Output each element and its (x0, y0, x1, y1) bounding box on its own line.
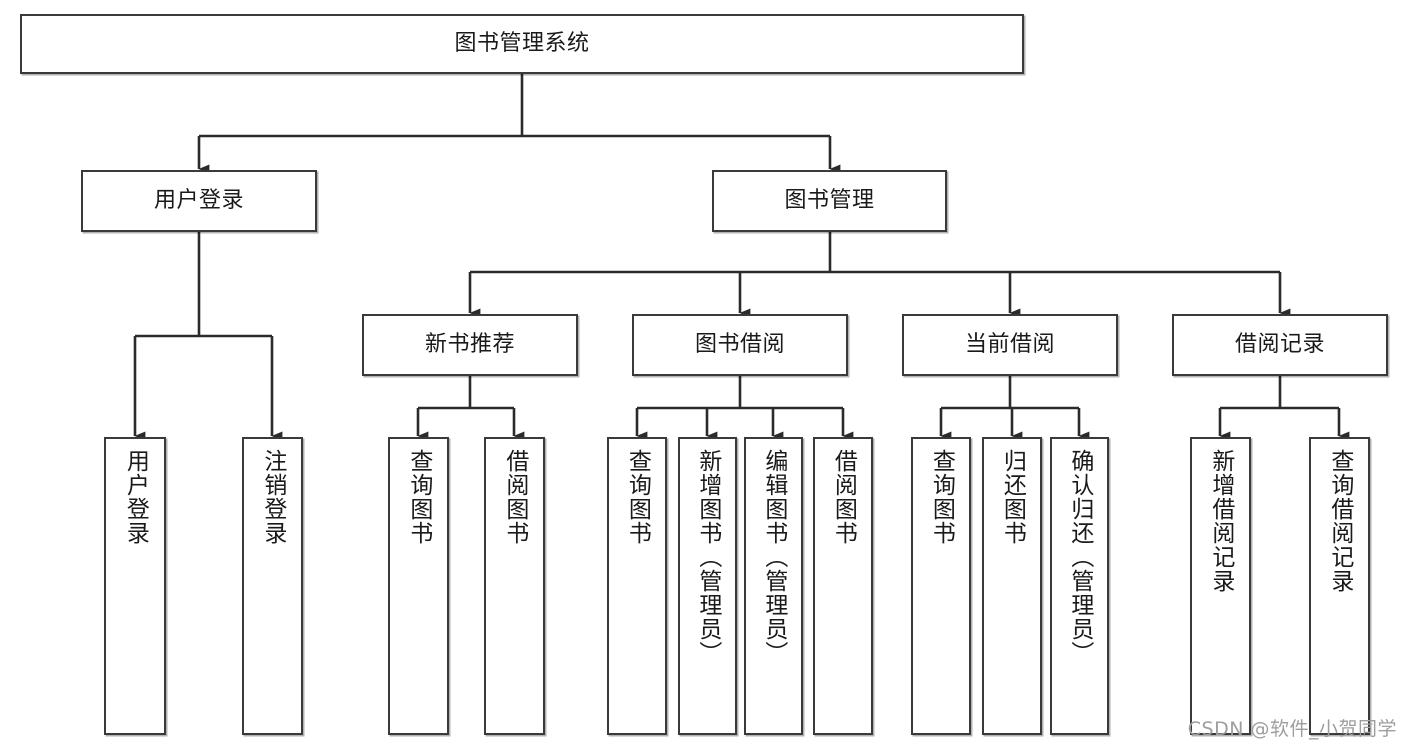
book-manage-to-level3-connector (468, 232, 1291, 318)
leaf-add-record-box[interactable]: 新增借阅记录 (1190, 437, 1251, 735)
new-book-rec-to-leaves-connector (416, 376, 525, 441)
leaf-add-book-box[interactable]: 新增图书（管理员） (678, 437, 737, 735)
leaf-edit-book-label: 编辑图书（管理员） (760, 449, 787, 665)
leaf-query-record-label: 查询借阅记录 (1326, 449, 1353, 593)
leaf-query-book-cur-box[interactable]: 查询图书 (911, 437, 971, 735)
leaf-edit-book-box[interactable]: 编辑图书（管理员） (744, 437, 803, 735)
root-node-label: 图书管理系统 (454, 30, 590, 56)
leaf-add-record-label: 新增借阅记录 (1207, 449, 1234, 593)
leaf-borrow-book-bor-label: 借阅图书 (830, 449, 857, 545)
new-book-rec-box[interactable]: 新书推荐 (362, 314, 578, 376)
leaf-logout-box[interactable]: 注销登录 (242, 437, 303, 735)
leaf-borrow-book-rec-box[interactable]: 借阅图书 (484, 437, 545, 735)
leaf-query-book-cur-label: 查询图书 (928, 449, 955, 545)
current-borrow-label: 当前借阅 (964, 331, 1055, 357)
book-manage-box[interactable]: 图书管理 (712, 170, 947, 232)
book-borrow-label: 图书借阅 (694, 331, 785, 357)
leaf-query-book-rec-box[interactable]: 查询图书 (388, 437, 449, 735)
leaf-borrow-book-rec-label: 借阅图书 (501, 449, 528, 545)
user-login-box[interactable]: 用户登录 (81, 170, 317, 232)
borrow-record-box[interactable]: 借阅记录 (1172, 314, 1388, 376)
current-borrow-to-leaves-connector (939, 376, 1090, 441)
leaf-query-record-box[interactable]: 查询借阅记录 (1309, 437, 1370, 735)
leaf-logout-label: 注销登录 (259, 449, 286, 545)
leaf-query-book-bor-box[interactable]: 查询图书 (607, 437, 667, 735)
leaf-add-book-label: 新增图书（管理员） (694, 449, 721, 665)
leaf-user-login-label: 用户登录 (122, 449, 149, 545)
leaf-return-book-box[interactable]: 归还图书 (982, 437, 1042, 735)
leaf-confirm-return-box[interactable]: 确认归还（管理员） (1050, 437, 1109, 735)
connector-group (133, 74, 1350, 441)
leaf-borrow-book-bor-box[interactable]: 借阅图书 (813, 437, 873, 735)
leaf-query-book-rec-label: 查询图书 (405, 449, 432, 545)
leaf-return-book-label: 归还图书 (999, 449, 1026, 545)
leaf-query-book-bor-label: 查询图书 (624, 449, 651, 545)
user-login-to-leaves-connector (133, 232, 283, 441)
borrow-record-to-leaves-connector (1218, 376, 1350, 441)
current-borrow-box[interactable]: 当前借阅 (902, 314, 1118, 376)
book-borrow-to-leaves-connector (635, 376, 854, 441)
root-node-box[interactable]: 图书管理系统 (20, 14, 1024, 74)
user-login-label: 用户登录 (153, 187, 244, 213)
root-to-level2-connector (197, 74, 841, 174)
borrow-record-label: 借阅记录 (1234, 331, 1325, 357)
book-borrow-box[interactable]: 图书借阅 (632, 314, 848, 376)
book-manage-label: 图书管理 (784, 187, 875, 213)
new-book-rec-label: 新书推荐 (424, 331, 515, 357)
leaf-user-login-box[interactable]: 用户登录 (104, 437, 166, 735)
leaf-confirm-return-label: 确认归还（管理员） (1066, 449, 1093, 665)
